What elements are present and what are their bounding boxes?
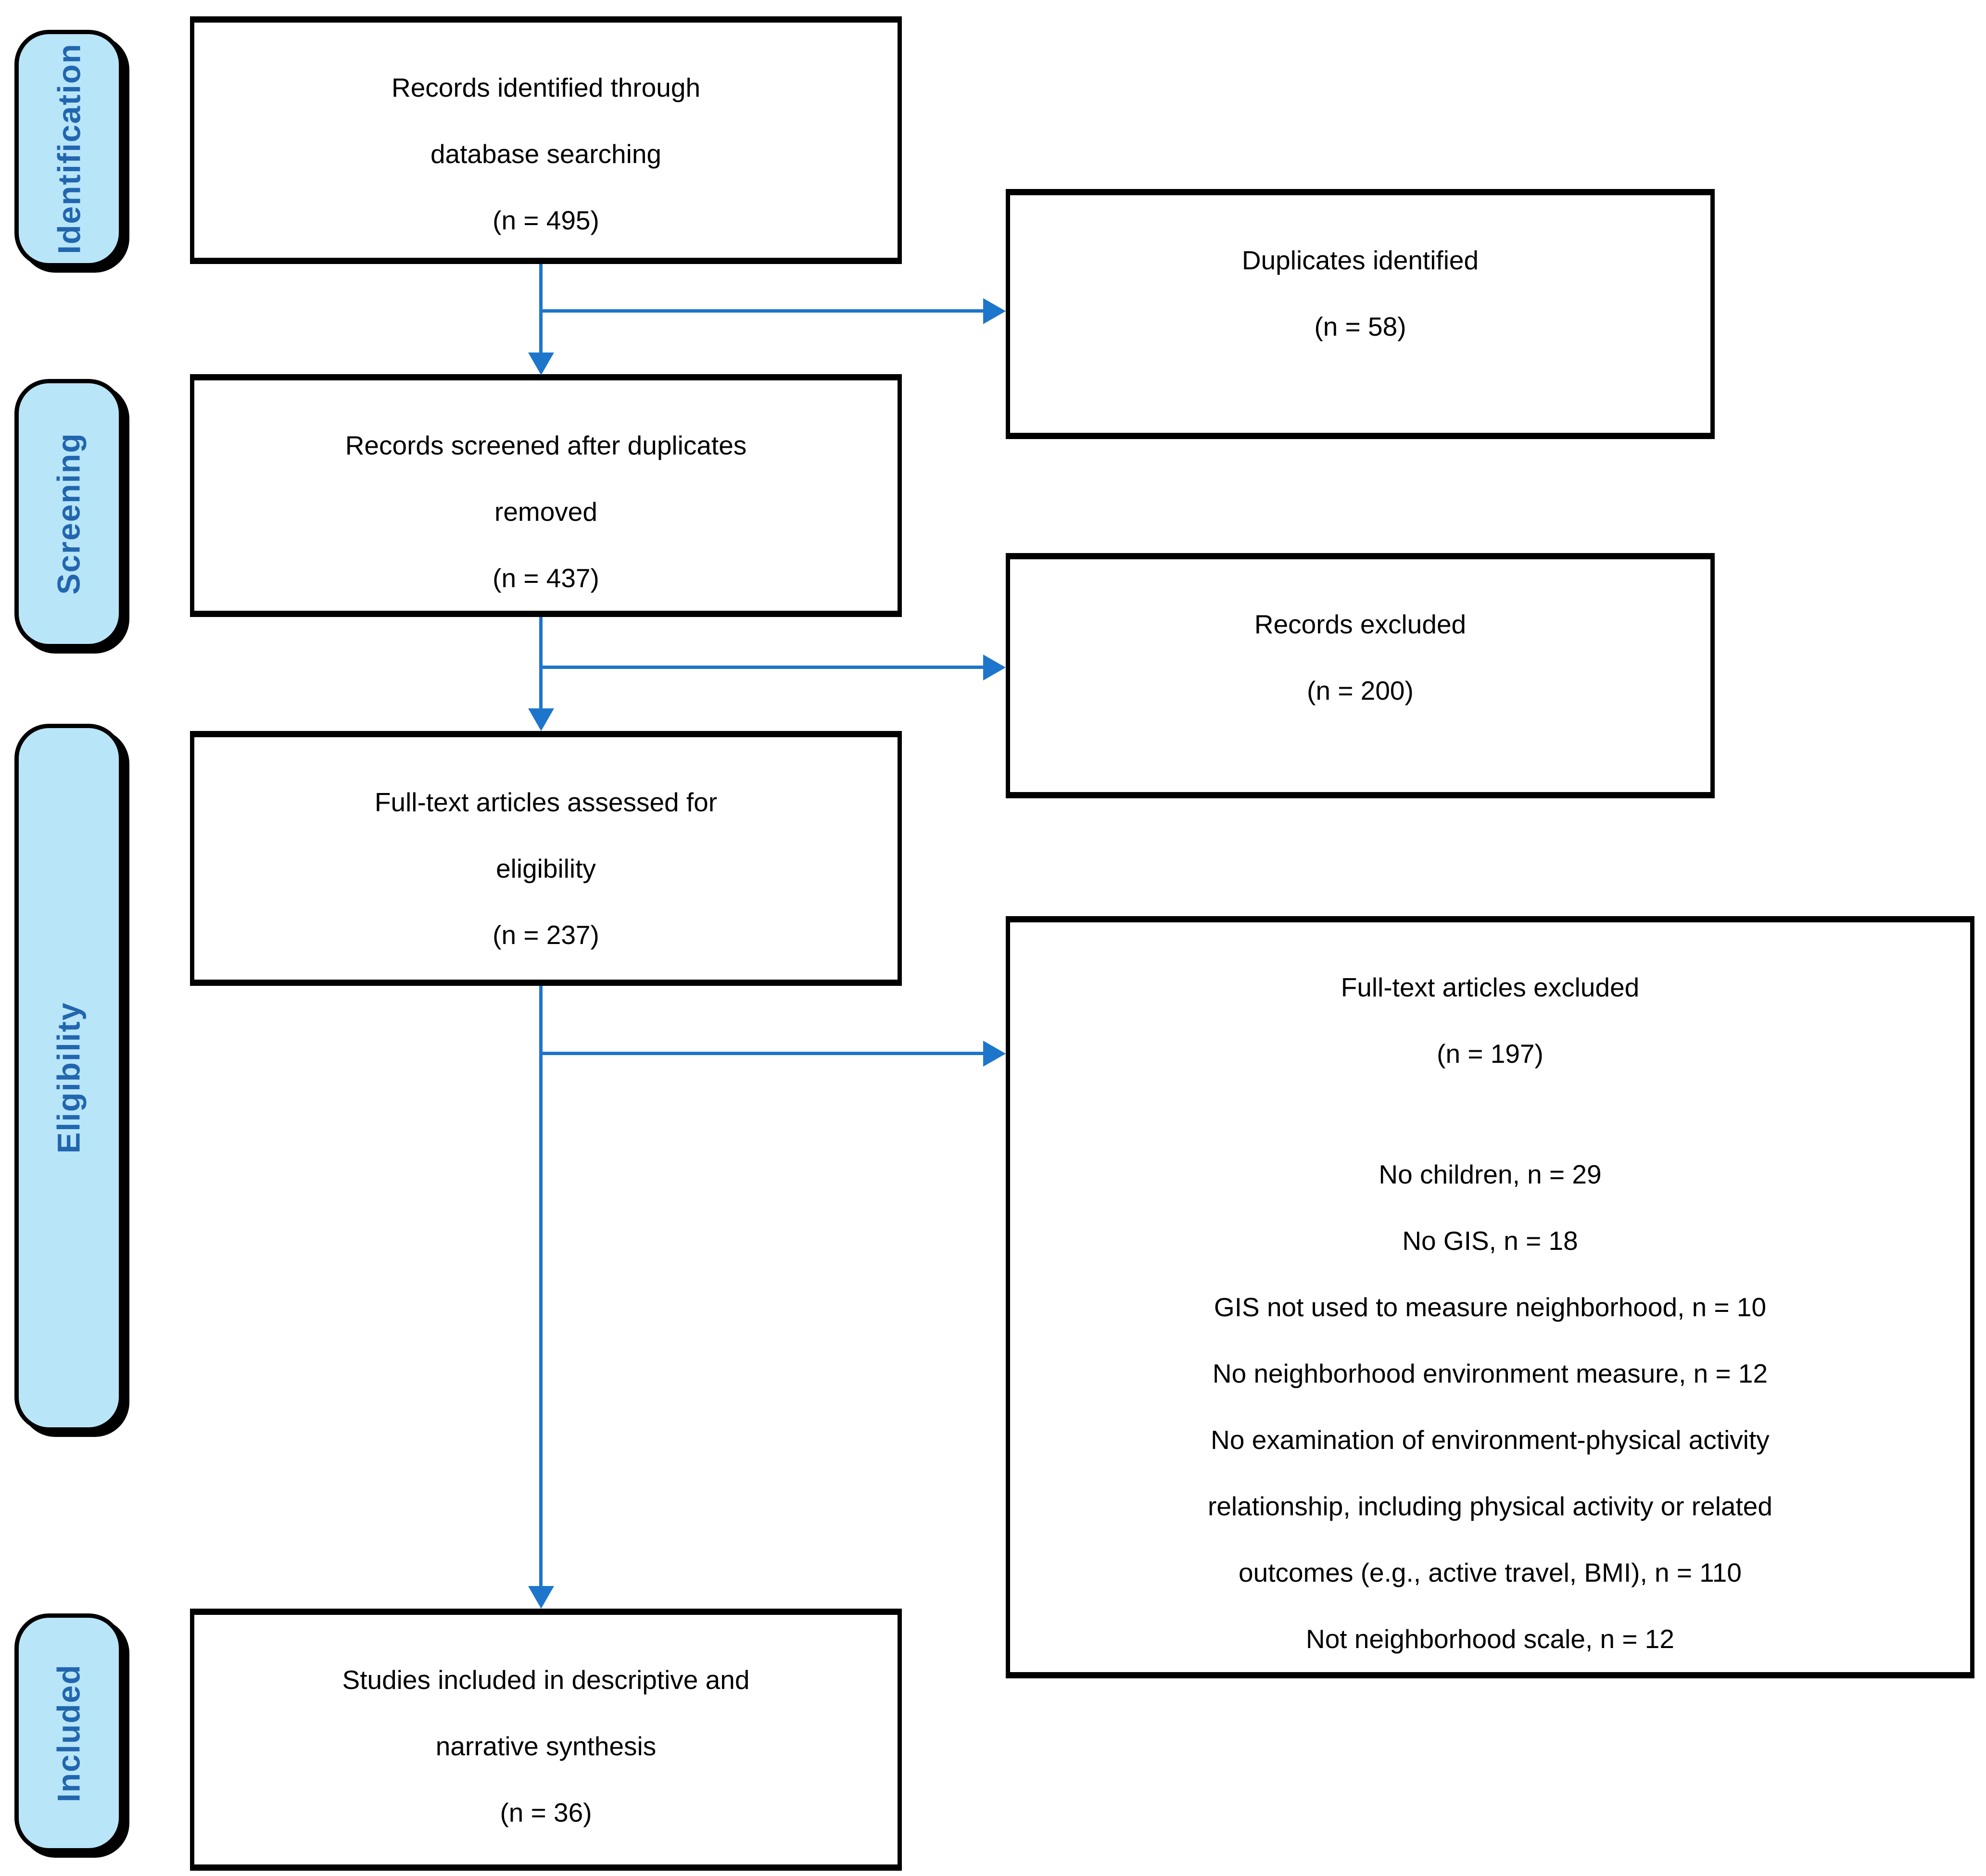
arrow-head-right-icon xyxy=(983,1041,1006,1067)
box-line: (n = 58) xyxy=(1314,312,1406,341)
stage-label-identification: Identification xyxy=(51,43,87,254)
arrow-line-screened-to-assessed xyxy=(539,617,543,709)
box-line: database searching xyxy=(430,139,662,169)
box-line: (n = 36) xyxy=(500,1798,592,1827)
box-line: eligibility xyxy=(496,854,596,883)
flow-box-studies-included: Studies included in descriptive and narr… xyxy=(190,1609,902,1871)
flow-box-fulltext-assessed: Full-text articles assessed for eligibil… xyxy=(190,731,902,986)
flow-box-records-excluded: Records excluded (n = 200) xyxy=(1006,553,1715,798)
arrow-line-assessed-to-included xyxy=(539,986,543,1586)
box-line: (n = 197) xyxy=(1437,1039,1543,1069)
arrow-head-down-icon xyxy=(528,353,554,375)
box-line: removed xyxy=(494,497,597,527)
arrow-line-branch-to-duplicates xyxy=(541,309,984,313)
box-line: narrative synthesis xyxy=(435,1731,657,1761)
box-line: (n = 200) xyxy=(1307,676,1414,705)
arrow-line-identified-to-screened xyxy=(539,264,543,353)
box-line: Duplicates identified xyxy=(1241,245,1479,275)
exclusion-reason: Not neighborhood scale, n = 12 xyxy=(1306,1624,1674,1654)
arrow-head-down-icon xyxy=(528,1586,554,1609)
exclusion-reason: GIS not used to measure neighborhood, n … xyxy=(1214,1292,1767,1322)
box-line: Records identified through xyxy=(391,73,701,102)
box-line: (n = 495) xyxy=(493,205,599,235)
exclusion-reason: No children, n = 29 xyxy=(1379,1159,1602,1189)
exclusion-reason: No examination of environment-physical a… xyxy=(1211,1425,1770,1455)
box-line: Studies included in descriptive and xyxy=(342,1665,750,1695)
box-line: Full-text articles excluded xyxy=(1341,972,1640,1002)
stage-pill-identification: Identification xyxy=(14,30,123,267)
box-line: Records screened after duplicates xyxy=(345,430,747,460)
arrow-line-branch-to-records-excluded xyxy=(541,666,984,669)
arrow-line-branch-to-fulltext-excluded xyxy=(541,1052,984,1055)
arrow-head-right-icon xyxy=(983,655,1006,680)
exclusion-reason: No neighborhood environment measure, n =… xyxy=(1212,1359,1768,1388)
stage-pill-eligibility: Eligibility xyxy=(14,724,123,1432)
stage-label-eligibility: Eligibility xyxy=(51,1002,87,1154)
box-line: Full-text articles assessed for xyxy=(374,787,718,817)
stage-pill-screening: Screening xyxy=(14,379,123,648)
flow-box-records-screened: Records screened after duplicates remove… xyxy=(190,374,902,617)
box-line: Records excluded xyxy=(1254,609,1467,639)
flow-box-fulltext-excluded: Full-text articles excluded (n = 197) No… xyxy=(1006,916,1974,1678)
stage-label-screening: Screening xyxy=(51,432,87,595)
arrow-head-down-icon xyxy=(528,708,554,731)
flow-box-duplicates-identified: Duplicates identified (n = 58) xyxy=(1006,189,1715,439)
stage-pill-included: Included xyxy=(14,1613,123,1852)
arrow-head-right-icon xyxy=(983,298,1006,324)
box-line: (n = 437) xyxy=(493,563,599,593)
box-line: (n = 237) xyxy=(493,920,599,950)
exclusion-reason: outcomes (e.g., active travel, BMI), n =… xyxy=(1239,1558,1742,1587)
flow-box-records-identified: Records identified through database sear… xyxy=(190,16,902,264)
stage-label-included: Included xyxy=(51,1663,87,1802)
exclusion-reason: relationship, including physical activit… xyxy=(1208,1491,1772,1521)
exclusion-reason: No GIS, n = 18 xyxy=(1402,1226,1578,1256)
